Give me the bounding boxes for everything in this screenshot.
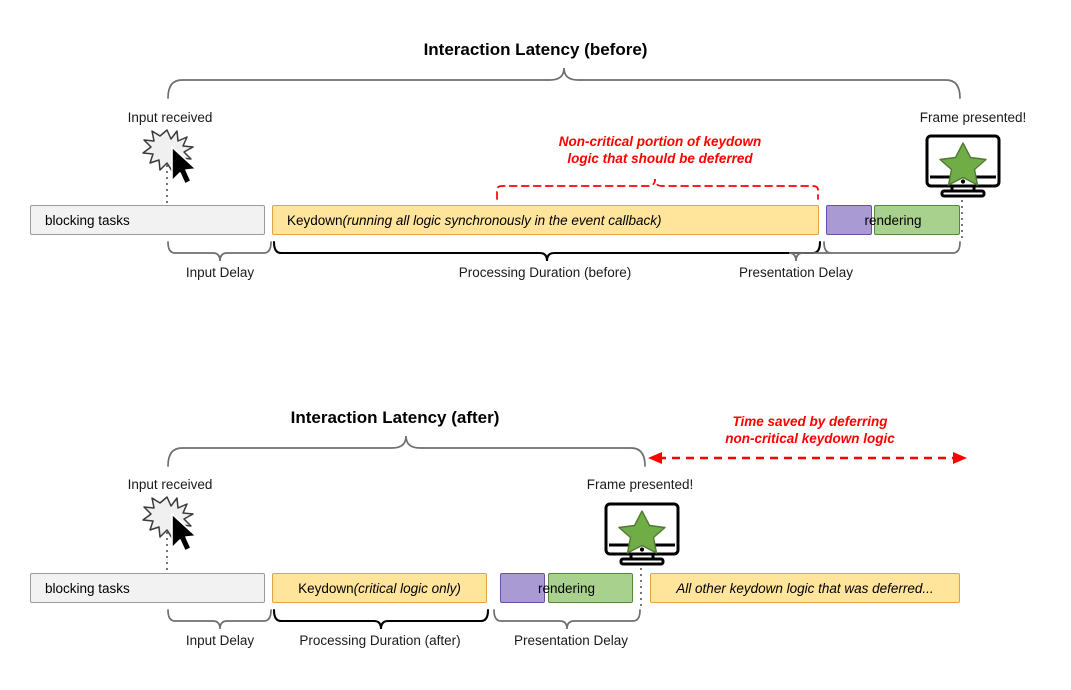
after-annotation-line2: non-critical keydown logic xyxy=(725,430,895,446)
before-bar-keydown-label: Keydown xyxy=(287,212,343,228)
after-bar-keydown[interactable]: Keydown (critical logic only) xyxy=(272,573,487,603)
before-bar-paint[interactable] xyxy=(874,205,960,235)
after-time-saved-double-arrow-icon xyxy=(648,452,967,464)
before-burst-icon xyxy=(142,129,194,172)
after-annotation-text: Time saved by deferring non-critical key… xyxy=(645,414,975,448)
after-bar-keydown-label: Keydown xyxy=(298,580,354,596)
before-phase-label-presentation-delay: Presentation Delay xyxy=(738,265,854,280)
after-monitor-icon xyxy=(604,502,680,566)
after-bar-pre-paint[interactable] xyxy=(500,573,545,603)
after-bar-blocking-tasks-label: blocking tasks xyxy=(45,580,130,596)
after-mouse-cursor-icon xyxy=(171,513,197,552)
after-star-icon xyxy=(618,510,666,554)
before-star-icon xyxy=(939,142,987,186)
after-bar-deferred-work[interactable]: All other keydown logic that was deferre… xyxy=(650,573,960,603)
before-bar-blocking-tasks-label: blocking tasks xyxy=(45,212,130,228)
before-annotation-line2: logic that should be deferred xyxy=(567,150,753,166)
after-brace-input-delay xyxy=(167,609,272,630)
after-bar-deferred-work-label: All other keydown logic that was deferre… xyxy=(676,580,934,596)
after-brace-processing-duration xyxy=(272,608,490,630)
before-diagram-title: Interaction Latency (before) xyxy=(423,40,648,59)
before-input-received-label: Input received xyxy=(127,110,213,125)
before-brace-input-delay xyxy=(167,241,272,262)
after-bar-blocking-tasks[interactable]: blocking tasks xyxy=(30,573,265,603)
before-annotation-line1: Non-critical portion of keydown xyxy=(558,134,762,149)
after-frame-presented-label: Frame presented! xyxy=(586,477,694,492)
before-phase-label-processing-duration: Processing Duration (before) xyxy=(458,265,632,280)
after-annotation-line1: Time saved by deferring xyxy=(732,414,888,429)
after-bar-paint[interactable] xyxy=(548,573,633,603)
before-bar-keydown[interactable]: Keydown (running all logic synchronously… xyxy=(272,205,819,235)
after-brace-presentation-delay xyxy=(493,609,641,630)
before-phase-label-input-delay: Input Delay xyxy=(185,265,255,280)
after-rendering-label: rendering xyxy=(537,581,596,596)
before-annotation-text: Non-critical portion of keydown logic th… xyxy=(495,134,825,168)
before-brace-presentation-delay xyxy=(788,241,961,262)
before-rendering-label: rendering xyxy=(864,213,922,228)
after-burst-icon xyxy=(142,496,194,539)
before-bar-blocking-tasks[interactable]: blocking tasks xyxy=(30,205,265,235)
after-phase-label-presentation-delay: Presentation Delay xyxy=(513,633,629,648)
before-brace-processing-duration xyxy=(272,240,822,262)
after-input-received-label: Input received xyxy=(127,477,213,492)
after-diagram-title: Interaction Latency (after) xyxy=(290,408,500,427)
after-bar-keydown-detail: (critical logic only) xyxy=(353,580,461,596)
before-mouse-cursor-icon xyxy=(171,146,197,185)
before-monitor-icon xyxy=(925,134,1001,198)
after-phase-label-input-delay: Input Delay xyxy=(185,633,255,648)
after-phase-label-processing-duration: Processing Duration (after) xyxy=(299,633,461,648)
before-bar-pre-paint[interactable] xyxy=(826,205,872,235)
after-interaction-latency-brace xyxy=(167,435,646,467)
before-interaction-latency-brace xyxy=(167,67,961,99)
before-noncritical-dashed-brace xyxy=(496,178,819,200)
before-bar-keydown-detail: (running all logic synchronously in the … xyxy=(342,212,662,228)
before-frame-presented-label: Frame presented! xyxy=(919,110,1027,125)
